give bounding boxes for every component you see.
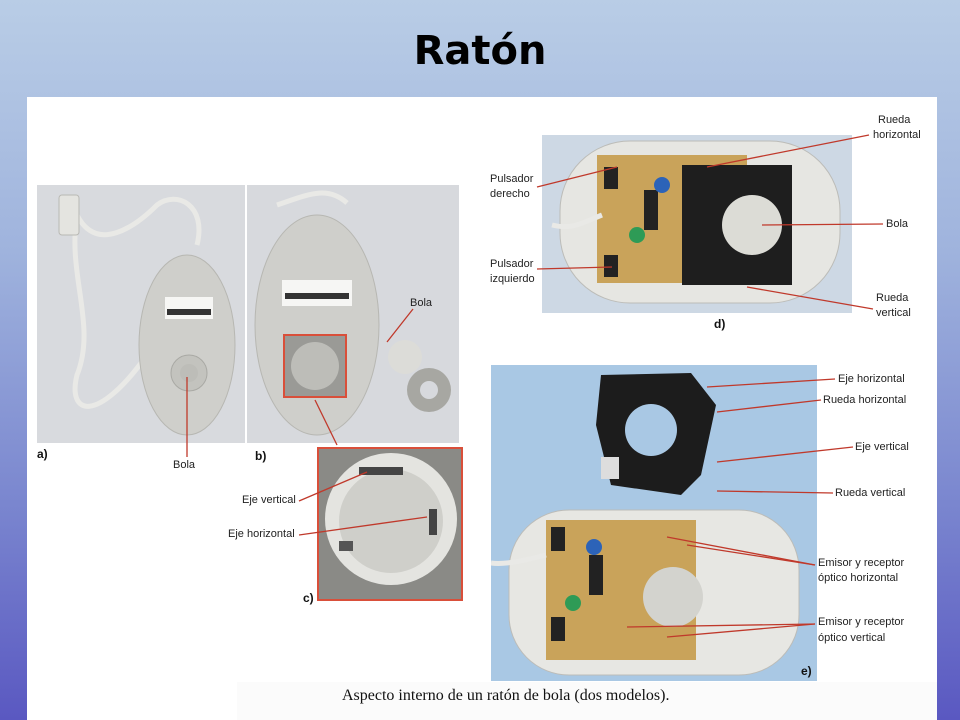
callout-rueda-horizontal-e: Rueda horizontal bbox=[823, 394, 907, 406]
photo-d-mouse-pcb bbox=[542, 135, 852, 313]
panel-c-letter: c) bbox=[303, 591, 314, 605]
callout-rueda-vertical-d-line1: Rueda bbox=[876, 292, 909, 304]
callout-emisor-horizontal-line1: Emisor y receptor bbox=[818, 557, 905, 569]
callout-emisor-vertical-line1: Emisor y receptor bbox=[818, 616, 905, 628]
callout-rueda-horizontal-d-line2: horizontal bbox=[873, 129, 921, 141]
photo-b-mouse-open bbox=[247, 185, 459, 443]
callout-rueda-vertical-e: Rueda vertical bbox=[835, 487, 906, 499]
photo-c-ball-cavity bbox=[317, 447, 463, 601]
figure-caption: Aspecto interno de un ratón de bola (dos… bbox=[342, 687, 670, 704]
callout-emisor-vertical-line2: óptico vertical bbox=[818, 632, 886, 644]
callout-rueda-horizontal-d-line1: Rueda bbox=[878, 114, 911, 126]
panel-e-letter: e) bbox=[801, 664, 812, 678]
caption-band bbox=[237, 682, 937, 720]
callout-eje-vertical-c: Eje vertical bbox=[242, 494, 296, 506]
callout-eje-vertical-e: Eje vertical bbox=[855, 441, 909, 453]
panel-a-letter: a) bbox=[37, 447, 48, 461]
photo-a-mouse-underside bbox=[37, 185, 245, 443]
figure-sheet: a) Bola b) Bola c) Eje vertical Eje hori… bbox=[27, 97, 937, 720]
callout-bola-d: Bola bbox=[886, 218, 909, 230]
callout-emisor-horizontal-line2: óptico horizontal bbox=[818, 572, 899, 584]
slide-title: Ratón bbox=[413, 28, 547, 74]
callout-pulsador-izquierdo-line2: izquierdo bbox=[490, 273, 535, 285]
panel-d-letter: d) bbox=[714, 317, 726, 331]
photo-e-mouse-mechanism bbox=[491, 365, 817, 681]
callout-pulsador-derecho-line2: derecho bbox=[490, 188, 530, 200]
callout-bola-a: Bola bbox=[173, 459, 196, 471]
callout-rueda-vertical-d-line2: vertical bbox=[876, 307, 911, 319]
callout-pulsador-derecho-line1: Pulsador bbox=[490, 173, 534, 185]
callout-eje-horizontal-e: Eje horizontal bbox=[838, 373, 905, 385]
callout-pulsador-izquierdo-line1: Pulsador bbox=[490, 258, 534, 270]
callout-bola-b: Bola bbox=[410, 297, 433, 309]
callout-eje-horizontal-c: Eje horizontal bbox=[228, 528, 295, 540]
panel-b-letter: b) bbox=[255, 449, 267, 463]
